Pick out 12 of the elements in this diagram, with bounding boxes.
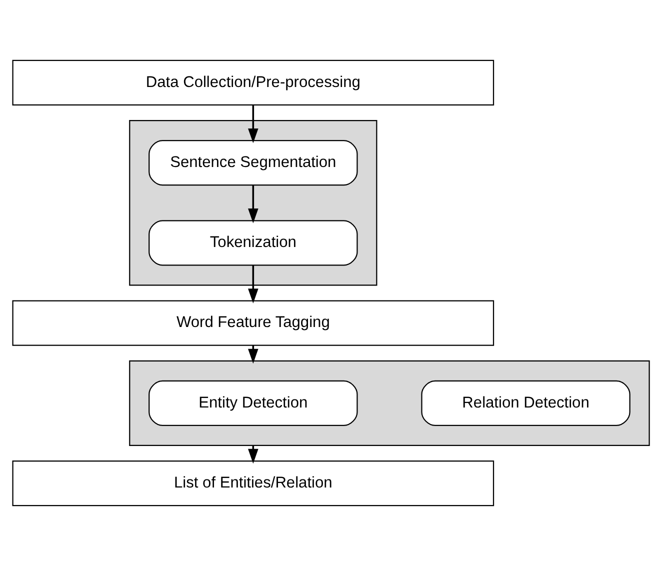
node-box: Word Feature Tagging xyxy=(12,300,494,346)
node-box: Data Collection/Pre-processing xyxy=(12,59,494,106)
node-box: Entity Detection xyxy=(148,380,358,426)
node-box: Sentence Segmentation xyxy=(148,140,358,186)
node-box: List of Entities/Relation xyxy=(12,460,494,506)
cluster xyxy=(129,119,378,286)
arrow xyxy=(248,264,258,303)
node-box: Tokenization xyxy=(148,220,358,266)
node-box: Relation Detection xyxy=(421,380,630,426)
cluster xyxy=(129,360,650,446)
arrow xyxy=(248,184,258,223)
arrow xyxy=(248,104,258,143)
